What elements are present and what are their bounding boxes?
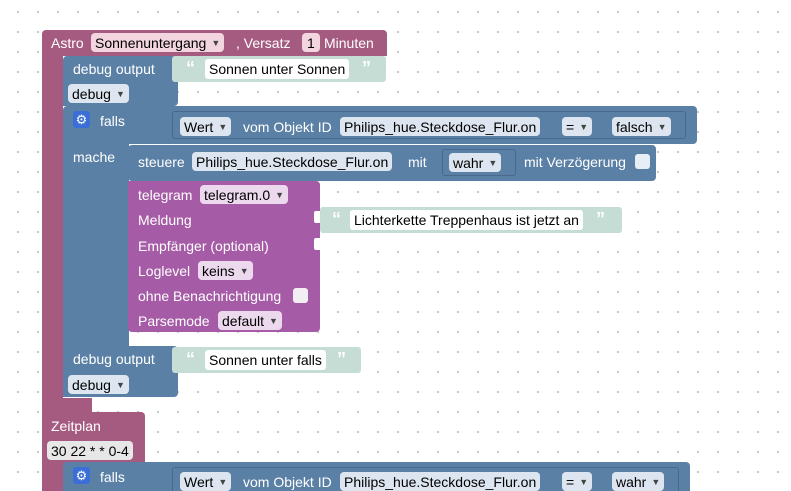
compare-value-2: wahr [616, 473, 647, 490]
telegram-loglevel-dropdown[interactable]: keins ▼ [198, 261, 253, 280]
chevron-down-icon: ▼ [211, 37, 221, 48]
astro-event-dropdown[interactable]: Sonnenuntergang ▼ [91, 33, 225, 52]
chevron-down-icon: ▼ [239, 265, 249, 276]
operator-value-1: = [566, 118, 575, 135]
quote-close-icon: ” [362, 58, 371, 78]
astro-trigger-foot [42, 398, 92, 414]
operator-dropdown-1[interactable]: = ▼ [562, 117, 593, 136]
telegram-parsemode-value: default [222, 312, 265, 329]
delay-checkbox[interactable] [635, 154, 650, 169]
object-id-field-2[interactable]: Philips_hue.Steckdose_Flur.on [340, 472, 541, 491]
object-id-field-1[interactable]: Philips_hue.Steckdose_Flur.on [340, 117, 541, 136]
chevron-down-icon: ▼ [579, 121, 589, 132]
text-block-2[interactable]: “ Sonnen unter falls ” [172, 347, 361, 373]
text-field-message[interactable]: Lichterkette Treppenhaus ist jetzt an [350, 210, 583, 230]
astro-offset-field[interactable]: 1 [302, 33, 320, 52]
object-label-2: vom Objekt ID [243, 474, 332, 490]
operator-value-2: = [566, 473, 575, 490]
chevron-down-icon: ▼ [651, 476, 661, 487]
astro-offset-label: , Versatz [236, 35, 291, 51]
telegram-label: telegram [138, 187, 193, 203]
telegram-loglevel-label: Loglevel [138, 263, 191, 279]
chevron-down-icon: ▼ [488, 157, 498, 168]
chevron-down-icon: ▼ [115, 379, 125, 390]
gear-icon[interactable]: ⚙ [73, 467, 90, 484]
object-id-value-1: Philips_hue.Steckdose_Flur.on [344, 118, 537, 135]
telegram-loglevel-value: keins [202, 262, 235, 279]
value-dropdown-2[interactable]: Wert ▼ [180, 472, 232, 491]
telegram-parsemode-dropdown[interactable]: default ▼ [218, 311, 282, 330]
debug-output-label-2: debug output [73, 351, 155, 367]
chevron-down-icon: ▼ [275, 189, 285, 200]
if-block-1-spine [63, 140, 129, 346]
debug-level-value-2: debug [72, 376, 111, 393]
astro-event-value: Sonnenuntergang [95, 34, 207, 51]
schedule-spine [42, 460, 63, 491]
control-object-id-value: Philips_hue.Steckdose_Flur.on [196, 153, 389, 170]
gear-icon[interactable]: ⚙ [73, 111, 90, 128]
debug-level-dropdown-1[interactable]: debug ▼ [68, 84, 129, 103]
compare-value-1: falsch [616, 118, 653, 135]
telegram-recipient-label: Empfänger (optional) [138, 238, 269, 254]
quote-open-icon: “ [186, 349, 195, 369]
astro-label: Astro [51, 35, 84, 51]
text-field-2[interactable]: Sonnen unter falls [205, 350, 326, 370]
compare-value-dropdown-2[interactable]: wahr ▼ [612, 472, 665, 491]
quote-close-icon: ” [337, 349, 346, 369]
debug-level-dropdown-2[interactable]: debug ▼ [68, 375, 129, 394]
if-label-2: falls [100, 469, 125, 485]
debug-output-label-1: debug output [73, 61, 155, 77]
chevron-down-icon: ▼ [218, 121, 228, 132]
schedule-cron-field[interactable]: 30 22 * * 0-4 [47, 441, 133, 460]
operator-dropdown-2[interactable]: = ▼ [562, 472, 593, 491]
schedule-cron-value: 30 22 * * 0-4 [51, 442, 129, 459]
telegram-message-label: Meldung [138, 212, 192, 228]
control-with-label: mit [408, 154, 427, 170]
control-delay-label: mit Verzögerung [524, 154, 626, 170]
text-block-message[interactable]: “ Lichterkette Treppenhaus ist jetzt an … [320, 207, 622, 233]
chevron-down-icon: ▼ [657, 121, 667, 132]
telegram-instance-value: telegram.0 [204, 186, 271, 203]
value-dropdown-value-1: Wert [184, 118, 214, 135]
telegram-silent-label: ohne Benachrichtigung [138, 288, 282, 304]
control-value-dropdown[interactable]: wahr ▼ [449, 153, 502, 172]
telegram-input-notch-recipient [314, 238, 321, 250]
object-label-1: vom Objekt ID [243, 119, 332, 135]
quote-open-icon: “ [332, 209, 341, 229]
telegram-parsemode-label: Parsemode [138, 313, 210, 329]
telegram-instance-dropdown[interactable]: telegram.0 ▼ [200, 185, 289, 204]
debug-level-value-1: debug [72, 85, 111, 102]
chevron-down-icon: ▼ [218, 476, 228, 487]
compare-value-dropdown-1[interactable]: falsch ▼ [612, 117, 671, 136]
astro-unit-label: Minuten [324, 35, 374, 51]
schedule-label: Zeitplan [51, 418, 101, 434]
text-block-1[interactable]: “ Sonnen unter Sonnen ” [172, 56, 386, 82]
value-dropdown-value-2: Wert [184, 473, 214, 490]
silent-checkbox[interactable] [293, 288, 308, 303]
control-object-id-field[interactable]: Philips_hue.Steckdose_Flur.on [192, 152, 393, 171]
control-value: wahr [453, 154, 484, 171]
quote-open-icon: “ [186, 58, 195, 78]
telegram-input-notch-message [314, 211, 321, 223]
chevron-down-icon: ▼ [579, 476, 589, 487]
value-dropdown-1[interactable]: Wert ▼ [180, 117, 232, 136]
telegram-block[interactable] [128, 181, 320, 332]
do-label-1: mache [73, 149, 116, 165]
if-label-1: falls [100, 113, 125, 129]
text-field-1[interactable]: Sonnen unter Sonnen [205, 59, 350, 79]
chevron-down-icon: ▼ [269, 315, 278, 326]
quote-close-icon: ” [596, 209, 605, 229]
astro-trigger-spine [42, 55, 63, 415]
control-label: steuere [138, 154, 185, 170]
astro-offset-value: 1 [307, 34, 315, 51]
object-id-value-2: Philips_hue.Steckdose_Flur.on [344, 473, 537, 490]
chevron-down-icon: ▼ [115, 88, 125, 99]
